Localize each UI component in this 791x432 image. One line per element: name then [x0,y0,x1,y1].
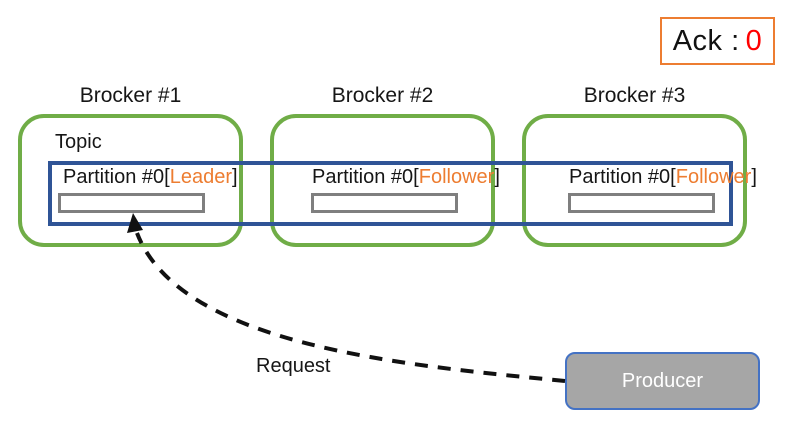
request-arrow-path [135,232,566,383]
producer-label: Producer [621,369,704,392]
ack-label: Ack : [672,24,740,57]
broker1-partition-label: Partition #0[Leader] [63,166,238,189]
partition-suffix: ] [751,166,757,188]
broker2-title: Brocker #2 [331,84,434,107]
partition-suffix: ] [494,166,500,188]
broker1-box [18,114,243,247]
producer-box: Producer [565,352,760,410]
topic-label: Topic [55,131,102,153]
broker2-partition-label: Partition #0[Follower] [312,166,500,189]
broker2-partition-bar [311,193,458,213]
request-label: Request [256,355,331,377]
partition-role-follower: Follower [418,166,495,188]
broker3-partition-bar [568,193,715,213]
broker3-title: Brocker #3 [583,84,686,107]
broker1-partition-bar [58,193,205,213]
ack-indicator: Ack : 0 [660,17,775,65]
partition-prefix: Partition #0[ [312,166,419,188]
topic-container [48,161,733,226]
partition-role-follower: Follower [675,166,752,188]
partition-role-leader: Leader [169,166,233,188]
ack-value: 0 [745,24,763,57]
broker1-title: Brocker #1 [79,84,182,107]
partition-suffix: ] [232,166,238,188]
partition-prefix: Partition #0[ [63,166,170,188]
broker3-partition-label: Partition #0[Follower] [569,166,757,189]
partition-prefix: Partition #0[ [569,166,676,188]
broker3-box [522,114,747,247]
